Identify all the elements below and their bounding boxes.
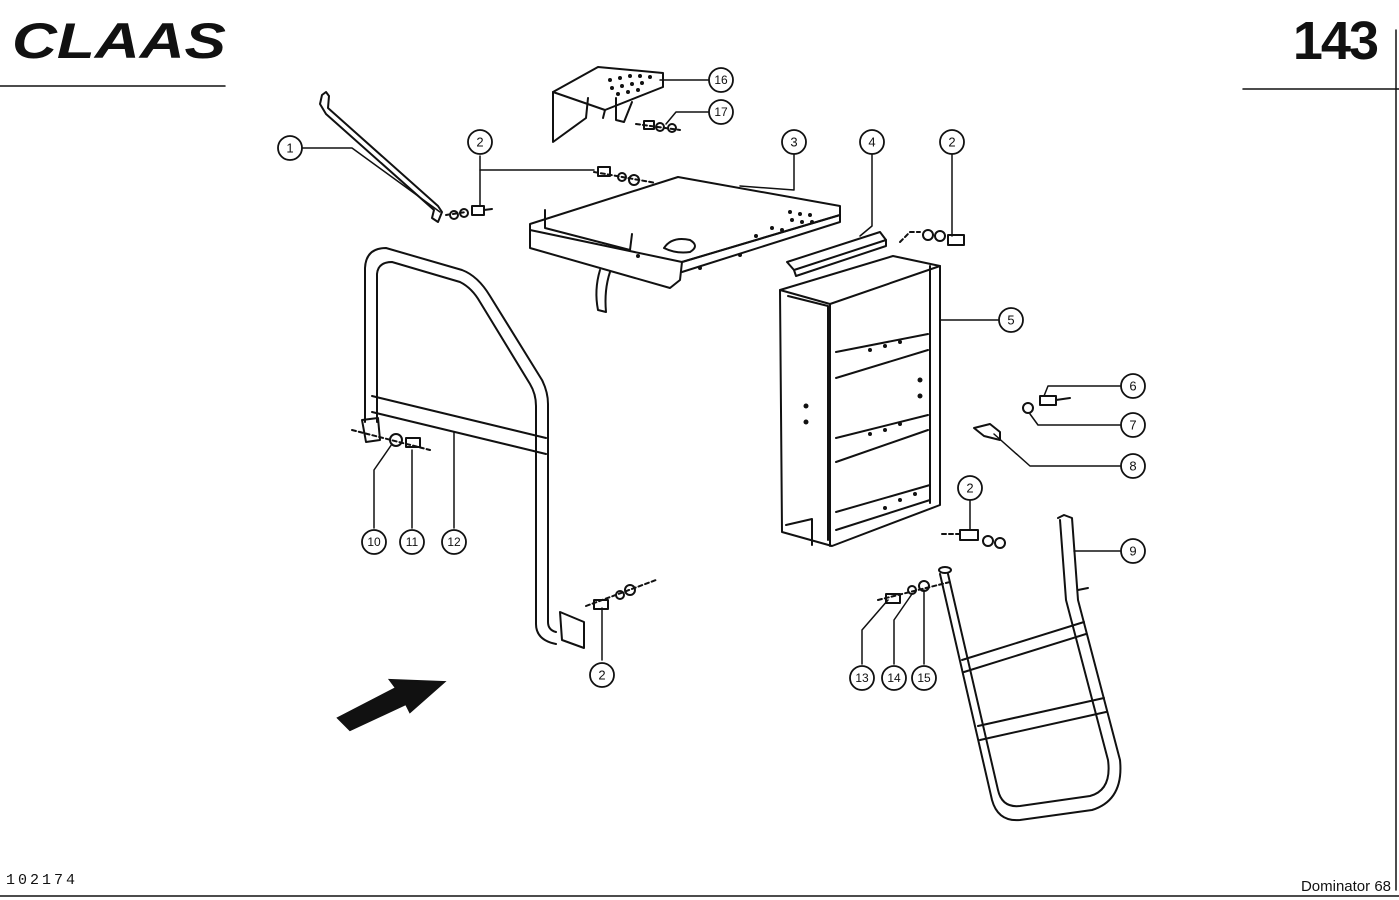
callout-circle-13 [849, 665, 875, 691]
callout-15: 15 [917, 671, 931, 685]
callout-circle-5 [998, 307, 1024, 333]
handrail-bolt-set-upper [351, 429, 431, 451]
handrail-bolt-set-lower [585, 579, 657, 610]
callout-circle-7 [1120, 412, 1146, 438]
callout-14: 14 [887, 671, 901, 685]
callout-1: 1 [286, 141, 293, 156]
callout-9: 9 [1129, 544, 1136, 559]
callout-17: 17 [714, 105, 728, 119]
callout-3: 3 [790, 135, 797, 150]
callout-circle-2a [467, 129, 493, 155]
platform-panel [529, 176, 841, 313]
bolt-set-platform [593, 166, 657, 186]
ladder-bolt-set [877, 580, 951, 604]
callout-circle-17 [708, 99, 734, 125]
direction-arrow [336, 678, 447, 732]
callout-5: 5 [1007, 313, 1014, 328]
callout-circle-2c [957, 475, 983, 501]
callout-10: 10 [367, 535, 381, 549]
bolt-set-upper-left [445, 205, 493, 220]
callout-6: 6 [1129, 379, 1136, 394]
callout-circle-14 [881, 665, 907, 691]
handrail [361, 247, 585, 649]
brand-logo-text: CLAAS [12, 14, 226, 66]
brace-rod [319, 91, 443, 223]
callout-circle-15 [911, 665, 937, 691]
bolt-set-lower-frame [941, 529, 1006, 549]
callout-2a: 2 [476, 135, 483, 150]
callout-circle-2b [939, 129, 965, 155]
callout-circle-9 [1120, 538, 1146, 564]
page-number: 143 [1292, 11, 1379, 71]
callout-labels: 1 2 3 4 2 5 6 7 8 9 2 10 11 12 2 13 14 1… [286, 73, 1136, 685]
callout-circle-8 [1120, 453, 1146, 479]
callout-2b: 2 [948, 135, 955, 150]
callout-13: 13 [855, 671, 869, 685]
callout-circles [277, 67, 1146, 691]
callout-circle-3 [781, 129, 807, 155]
callout-2c: 2 [966, 481, 973, 496]
callout-circle-1 [277, 135, 303, 161]
callout-circle-6 [1120, 373, 1146, 399]
callout-4: 4 [868, 135, 875, 150]
ladder-frame [779, 255, 941, 547]
claas-logo: CLAAS [12, 14, 226, 66]
leader-lines [301, 79, 1121, 665]
document-code: 102174 [6, 872, 79, 889]
callout-2d: 2 [598, 668, 605, 683]
callout-circle-4 [859, 129, 885, 155]
callout-7: 7 [1129, 418, 1136, 433]
callout-16: 16 [714, 73, 728, 87]
callout-circle-2d [589, 662, 615, 688]
step-plate-bolt [635, 120, 681, 133]
callout-circle-12 [441, 529, 467, 555]
callout-8: 8 [1129, 459, 1136, 474]
bolt-set-bracket [899, 229, 965, 246]
callout-12: 12 [447, 535, 461, 549]
bracket-bolt-set [973, 395, 1071, 441]
step-plate [552, 66, 664, 143]
callout-circle-10 [361, 529, 387, 555]
angle-bracket [786, 231, 887, 277]
lower-ladder [938, 514, 1122, 822]
callout-circle-16 [708, 67, 734, 93]
callout-circle-11 [399, 529, 425, 555]
machine-model: Dominator 68 [1300, 878, 1391, 895]
callout-11: 11 [406, 535, 419, 549]
